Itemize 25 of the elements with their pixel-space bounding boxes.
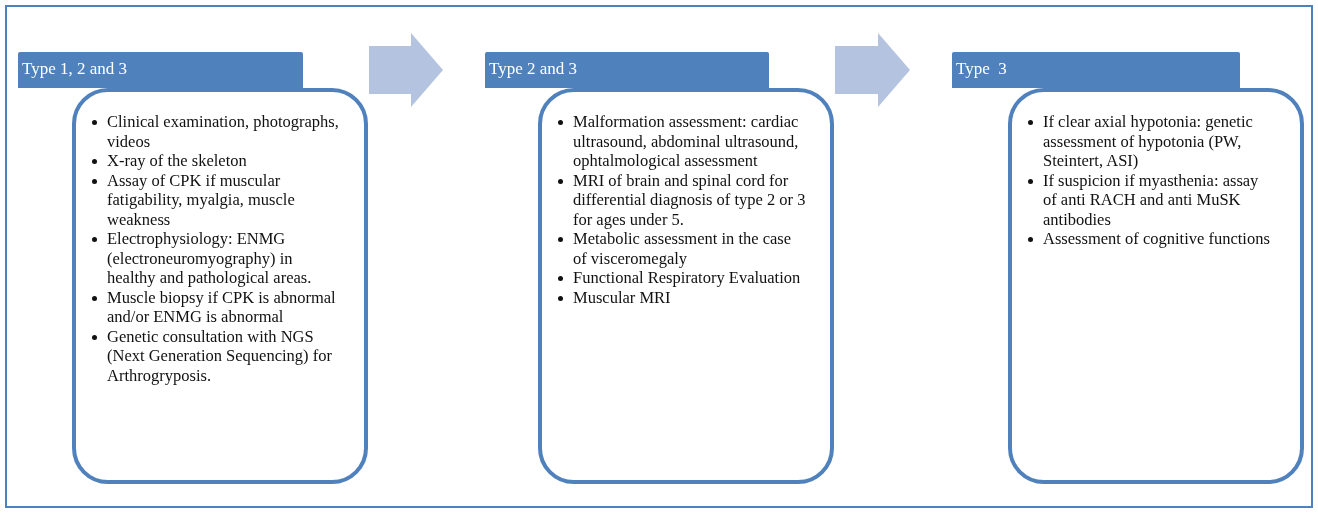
bullet-text: Functional Respiratory Evaluation: [573, 268, 801, 287]
bullet-text: Muscular MRI: [573, 287, 671, 307]
rounded-list-box: [538, 88, 834, 484]
block-arrow: [369, 33, 443, 107]
bullet-text: If clear axial hypotonia: genetic assessment of hypotonia (PW, Steintert, ASI): [1043, 112, 1253, 170]
rounded-list-box: [72, 88, 368, 484]
bullet-text: Metabolic assessment in the case of visceromegaly: [573, 229, 792, 268]
bullet-text: Clinical examination, photographs, videos: [107, 112, 339, 151]
tab-title: Type 1, 2 and 3: [22, 59, 128, 78]
bullet-text: Malformation assessment: cardiac ultrasound, abdominal ultrasound, ophtalmological assessment: [573, 112, 799, 170]
tab-title: Type 2 and 3: [489, 59, 578, 78]
bullet-text: Muscle biopsy if CPK is abnormal and/or ENMG is abnormal: [107, 287, 336, 326]
rounded-list-box: [1008, 88, 1304, 484]
header-tab: [18, 52, 303, 88]
bullet-text: Electrophysiology: ENMG (electroneuromyography) in healthy and pathological areas.: [107, 229, 312, 287]
header-tab: [952, 52, 1240, 88]
bullet-text: Genetic consultation with NGS (Next Generation Sequencing) for Arthrogryposis.: [107, 326, 332, 385]
bullet-text: Assay of CPK if muscular fatigability, myalgia, muscle weakness: [107, 170, 295, 229]
bullet-text: X-ray of the skeleton: [107, 151, 247, 170]
tab-title: Type 3: [956, 59, 1007, 78]
bullet-text: MRI of brain and spinal cord for differential diagnosis of type 2 or 3 for ages under 5.: [573, 170, 806, 229]
bullet-text: Assessment of cognitive functions: [1043, 229, 1270, 248]
block-arrow: [835, 33, 910, 107]
bullet-text: If suspicion if myasthenia: assay of anti RACH and anti MuSK antibodies: [1043, 170, 1259, 229]
header-tab: [485, 52, 769, 88]
